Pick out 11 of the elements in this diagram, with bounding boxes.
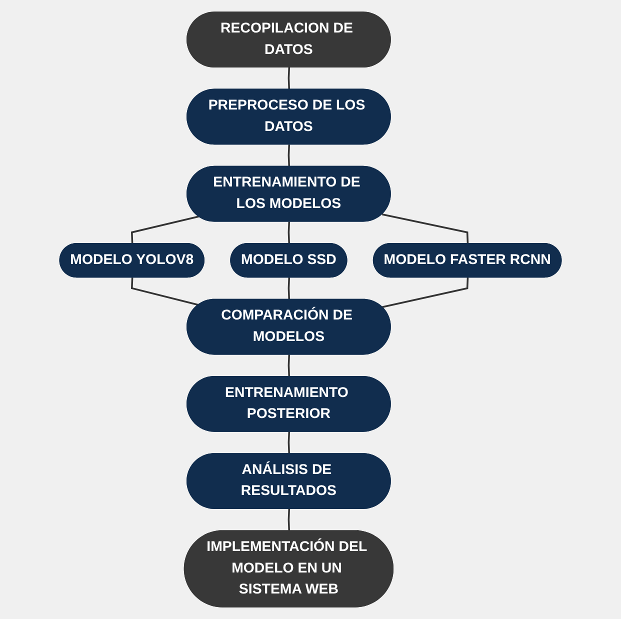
connector <box>288 432 290 454</box>
connector <box>130 278 199 306</box>
connector <box>130 216 199 244</box>
connector <box>288 354 290 377</box>
connector <box>288 278 290 300</box>
connector <box>288 67 290 90</box>
connector <box>382 213 469 244</box>
connector <box>288 144 290 167</box>
connector <box>382 278 469 308</box>
connector <box>288 508 290 532</box>
connector <box>288 222 290 244</box>
